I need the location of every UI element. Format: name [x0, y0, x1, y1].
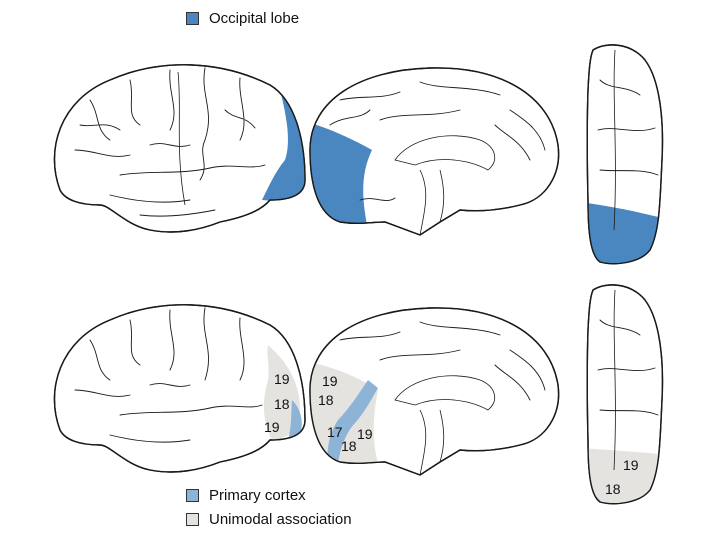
area-label-medial-17: 17: [327, 424, 343, 440]
ventral-view-bottom: 19 18: [586, 284, 664, 505]
area-label-lateral-19a: 19: [274, 371, 290, 387]
legend-swatch-primary: [186, 489, 199, 502]
ventral-view-top: [586, 44, 664, 265]
primary-region-lateral: [288, 400, 302, 440]
legend-occipital-lobe: Occipital lobe: [186, 10, 299, 27]
unimodal-region-lateral: [263, 345, 300, 440]
primary-region-medial: [327, 380, 378, 465]
area-label-ventral-18: 18: [605, 481, 621, 497]
area-label-lateral-18: 18: [274, 396, 290, 412]
legend-swatch-occipital: [186, 12, 199, 25]
area-label-medial-18b: 18: [341, 438, 357, 454]
lateral-view-top: [53, 64, 306, 233]
legend-label-primary: Primary cortex: [209, 487, 306, 504]
area-label-lateral-19b: 19: [264, 419, 280, 435]
legend-label-unimodal: Unimodal association: [209, 511, 352, 528]
legend-swatch-unimodal: [186, 513, 199, 526]
lateral-view-bottom: 19 18 19: [53, 304, 306, 473]
medial-view-top: [309, 67, 560, 236]
medial-view-bottom: 19 18 17 18 19: [309, 307, 560, 476]
legend-unimodal-association: Unimodal association: [186, 511, 352, 528]
area-label-medial-18a: 18: [318, 392, 334, 408]
area-label-ventral-19: 19: [623, 457, 639, 473]
area-label-medial-19b: 19: [357, 426, 373, 442]
legend-label-occipital: Occipital lobe: [209, 10, 300, 27]
legend-primary-cortex: Primary cortex: [186, 487, 306, 504]
occipital-region-lateral: [262, 80, 306, 205]
area-label-medial-19a: 19: [322, 373, 338, 389]
